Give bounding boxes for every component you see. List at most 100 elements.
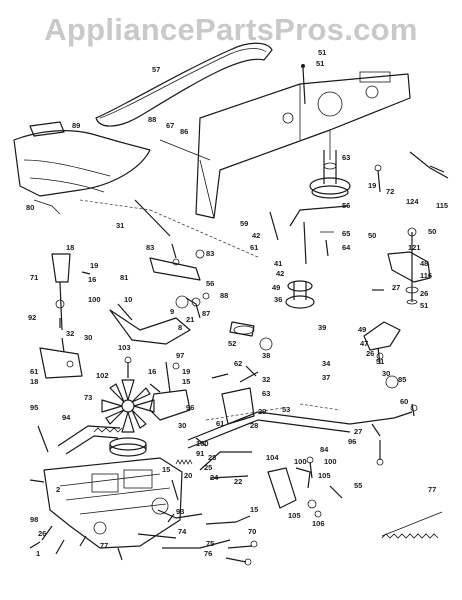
callout-51: 51 (318, 48, 326, 57)
callout-89: 89 (72, 121, 80, 130)
callout-80: 80 (26, 203, 34, 212)
callout-63: 63 (262, 389, 270, 398)
callout-83: 83 (206, 249, 214, 258)
pedal-bracket (221, 387, 255, 425)
callout-98: 98 (30, 515, 38, 524)
drive-belt (95, 42, 273, 127)
callout-93: 93 (176, 507, 184, 516)
callout-48: 48 (420, 259, 428, 268)
callout-51: 51 (316, 59, 324, 68)
callout-77: 77 (428, 485, 436, 494)
callout-65: 65 (342, 229, 350, 238)
callout-64: 64 (342, 243, 351, 252)
callout-96: 96 (186, 403, 194, 412)
callout-15: 15 (250, 505, 258, 514)
pulley-49 (287, 280, 313, 292)
callout-124: 124 (406, 197, 419, 206)
callout-26: 26 (38, 529, 46, 538)
callout-53: 53 (282, 405, 290, 414)
callout-94: 94 (62, 413, 71, 422)
callout-49: 49 (272, 283, 280, 292)
callout-102: 102 (96, 371, 109, 380)
callout-70: 70 (248, 527, 256, 536)
callout-84: 84 (320, 445, 329, 454)
shift-rod (187, 411, 413, 441)
callout-26: 26 (420, 289, 428, 298)
callout-21: 21 (186, 315, 194, 324)
callout-97: 97 (176, 351, 184, 360)
callout-25: 25 (204, 463, 212, 472)
callout-61: 61 (30, 367, 38, 376)
callout-67: 67 (166, 121, 174, 130)
callout-38: 38 (262, 351, 270, 360)
callout-32: 32 (262, 375, 270, 384)
callout-62: 62 (234, 359, 242, 368)
callout-49: 49 (358, 325, 366, 334)
callout-77: 77 (100, 541, 108, 550)
callout-30: 30 (178, 421, 186, 430)
callout-10: 10 (124, 295, 132, 304)
callout-47: 47 (360, 339, 368, 348)
callout-87: 87 (202, 309, 210, 318)
callout-56: 56 (342, 201, 350, 210)
callout-104: 104 (266, 453, 279, 462)
idler-bracket (387, 251, 431, 283)
callout-91: 91 (196, 449, 204, 458)
callout-76: 76 (204, 549, 212, 558)
callout-19: 19 (182, 367, 190, 376)
callout-1: 1 (36, 549, 40, 558)
callout-100: 100 (324, 457, 337, 466)
callout-106: 106 (312, 519, 325, 528)
callout-2: 2 (56, 485, 60, 494)
callout-36: 36 (274, 295, 282, 304)
callout-96: 96 (348, 437, 356, 446)
callout-15: 15 (162, 465, 170, 474)
callout-100: 100 (88, 295, 101, 304)
fender-assembly (13, 130, 151, 197)
callout-105: 105 (318, 471, 331, 480)
callout-16: 16 (148, 367, 156, 376)
callout-22: 22 (234, 477, 242, 486)
callout-60: 60 (400, 397, 408, 406)
callout-74: 74 (178, 527, 187, 536)
callout-103: 103 (118, 343, 131, 352)
callout-37: 37 (322, 373, 330, 382)
spring-55 (381, 533, 439, 539)
callout-18: 18 (66, 243, 74, 252)
callout-115: 115 (436, 201, 448, 210)
callout-88: 88 (148, 115, 156, 124)
callout-51: 51 (376, 357, 384, 366)
callout-57: 57 (152, 65, 160, 74)
callout-39: 39 (318, 323, 326, 332)
lever-assembly (109, 309, 191, 345)
callout-24: 24 (210, 473, 219, 482)
callout-55: 55 (354, 481, 362, 490)
callout-34: 34 (322, 359, 331, 368)
pulley-63 (309, 177, 351, 195)
callout-42: 42 (276, 269, 284, 278)
callout-28: 28 (250, 421, 258, 430)
callout-81: 81 (120, 273, 128, 282)
callout-116: 116 (420, 271, 432, 280)
callout-100: 100 (196, 439, 209, 448)
callout-83: 83 (146, 243, 154, 252)
callout-29: 29 (258, 407, 266, 416)
cooling-fan (101, 379, 155, 433)
callout-26: 26 (366, 349, 374, 358)
callout-32: 32 (66, 329, 74, 338)
callout-95: 95 (30, 403, 38, 412)
callout-51: 51 (420, 301, 428, 310)
callout-86: 86 (180, 127, 188, 136)
callout-30: 30 (84, 333, 92, 342)
callout-19: 19 (368, 181, 376, 190)
callout-27: 27 (354, 427, 362, 436)
callout-105: 105 (288, 511, 301, 520)
callout-100: 100 (294, 457, 307, 466)
callout-42: 42 (252, 231, 260, 240)
callout-73: 73 (84, 393, 92, 402)
callout-50: 50 (368, 231, 376, 240)
bracket-89 (29, 121, 65, 137)
callout-59: 59 (240, 219, 248, 228)
callout-88: 88 (220, 291, 228, 300)
callout-92: 92 (28, 313, 36, 322)
